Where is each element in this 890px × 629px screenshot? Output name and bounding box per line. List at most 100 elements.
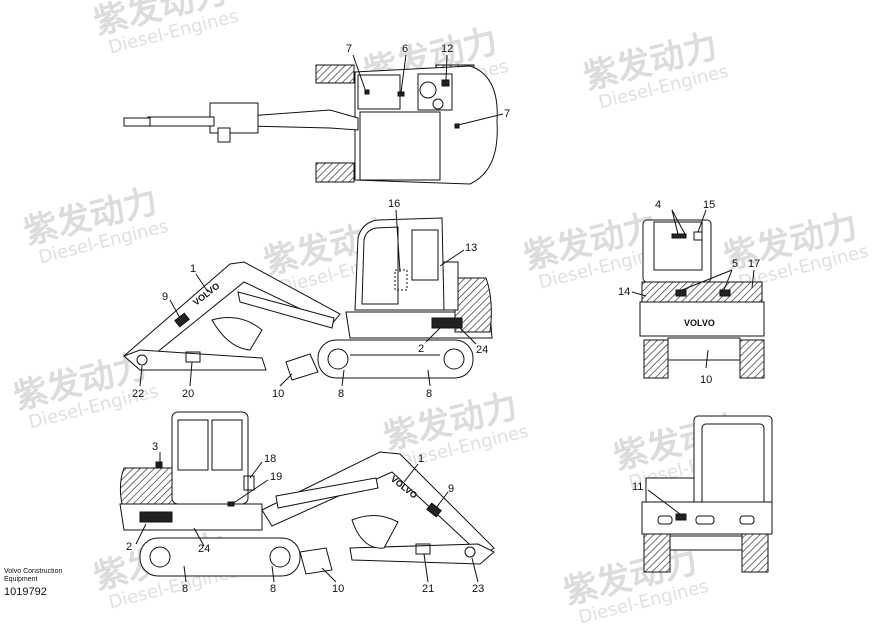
- top-filler-cap: [432, 98, 444, 110]
- sl-model-plate: [431, 317, 463, 329]
- leader-sr-18: [249, 461, 263, 479]
- top-decal-7a: [364, 89, 370, 95]
- callout-fv-10: 10: [700, 374, 712, 386]
- part-number: 1019792: [4, 586, 47, 598]
- fv-track-left: [643, 339, 669, 379]
- callout-sr-3: 3: [152, 441, 158, 453]
- leader-sl-10: [279, 373, 293, 387]
- callout-sl-1: 1: [190, 263, 196, 275]
- side-view-right: VOLVO 3 18 19 1 9 2 24 8 8 10 21 23: [119, 411, 495, 595]
- top-tank-area: [417, 73, 453, 111]
- rv-counterweight: [641, 501, 773, 535]
- leader-top-7a: [352, 54, 367, 93]
- leader-sl-16: [395, 209, 401, 273]
- callout-sl-9: 9: [162, 291, 168, 303]
- sl-arm: [123, 349, 267, 371]
- leader-fv-5a: [681, 269, 733, 291]
- sl-idler: [327, 348, 349, 370]
- sr-decal-3: [155, 461, 163, 469]
- sl-decal-16: [394, 269, 408, 291]
- leader-sr-1: [403, 463, 419, 483]
- leader-sr-8b: [271, 565, 275, 583]
- top-decal-6: [397, 91, 405, 97]
- leader-top-12: [445, 54, 448, 81]
- sr-cab-window-front: [177, 419, 209, 471]
- sl-track: [317, 339, 474, 379]
- callout-sr-19: 19: [270, 471, 282, 483]
- callout-sr-8b: 8: [270, 583, 276, 595]
- sl-blade: [285, 353, 319, 381]
- rv-decal-11: [675, 513, 687, 521]
- callout-fv-4: 4: [655, 199, 661, 211]
- leader-sl-1: [195, 273, 209, 293]
- callout-fv-17: 17: [748, 258, 760, 270]
- sl-decal-20: [185, 351, 201, 363]
- rv-light-left: [657, 515, 673, 525]
- callout-sr-9: 9: [448, 483, 454, 495]
- top-view: 7 6 12 7: [123, 43, 510, 185]
- leader-fv-15: [697, 209, 707, 233]
- callout-sr-24: 24: [198, 543, 210, 555]
- sl-bucket: [211, 317, 263, 351]
- caption-company-line1: Volvo Construction: [4, 568, 63, 575]
- sr-cab-window-rear: [211, 419, 243, 471]
- sl-cab-side-window: [411, 229, 439, 281]
- sr-decal-19: [227, 501, 235, 507]
- fv-decal-15: [693, 231, 703, 241]
- top-bucket: [123, 117, 151, 127]
- callout-fv-14: 14: [618, 286, 630, 298]
- leader-fv-10: [705, 349, 709, 369]
- rv-track-left: [643, 533, 671, 573]
- leader-sl-13: [439, 249, 465, 267]
- callout-fv-15: 15: [703, 199, 715, 211]
- fv-brand: VOLVO: [684, 318, 715, 328]
- leader-rv-11: [647, 489, 681, 515]
- leader-sr-19: [231, 479, 269, 505]
- side-view-left: VOLVO 16 13 1 9 22 20 10 8 8 2 24: [123, 198, 493, 400]
- sl-boom-cylinder: [237, 291, 335, 329]
- leader-sl-8b: [427, 369, 431, 387]
- callout-top-12: 12: [441, 43, 453, 55]
- callout-fv-5: 5: [732, 258, 738, 270]
- leader-fv-4b: [671, 209, 687, 237]
- top-cab-roof: [359, 111, 441, 181]
- rv-light-right: [739, 515, 755, 525]
- callout-sr-10: 10: [332, 583, 344, 595]
- top-decal-7b: [454, 123, 460, 129]
- front-view: VOLVO 4 15 5 17 14 10: [618, 199, 765, 386]
- sr-decal-23: [464, 546, 476, 558]
- leader-sl-8a: [341, 369, 345, 387]
- fv-decal-4: [671, 233, 687, 239]
- callout-sl-22: 22: [132, 388, 144, 400]
- callout-sl-8a: 8: [338, 388, 344, 400]
- leader-top-7b: [457, 113, 504, 126]
- leader-sl-9: [169, 299, 181, 319]
- watermark-3: 紫发动力 Diesel-Engines: [580, 26, 731, 113]
- sr-decal-21: [415, 543, 431, 555]
- callout-sl-10: 10: [272, 388, 284, 400]
- top-arm-joint: [209, 102, 259, 134]
- fv-decal-5b: [719, 289, 731, 297]
- rv-track-right: [741, 533, 769, 573]
- callout-sr-2: 2: [126, 541, 132, 553]
- callout-sl-24: 24: [476, 344, 488, 356]
- callout-sr-21: 21: [422, 583, 434, 595]
- rv-light-center: [695, 515, 715, 525]
- leader-sl-2: [425, 327, 441, 343]
- top-cylinder: [217, 127, 231, 143]
- callout-top-7b: 7: [504, 108, 510, 120]
- watermark-1: 紫发动力 Diesel-Engines: [90, 0, 241, 58]
- leader-sr-9: [435, 491, 449, 509]
- rear-view: 11: [632, 415, 773, 573]
- sl-sprocket: [443, 348, 465, 370]
- sr-sprocket: [269, 546, 291, 568]
- watermark-12: 紫发动力 Diesel-Engines: [560, 541, 711, 628]
- sr-cab: [171, 411, 249, 505]
- leader-sl-22: [139, 365, 143, 387]
- rv-undercarriage: [669, 535, 743, 551]
- leader-sr-21: [423, 553, 429, 583]
- leader-fv-5b: [723, 269, 733, 291]
- callout-sr-8a: 8: [182, 583, 188, 595]
